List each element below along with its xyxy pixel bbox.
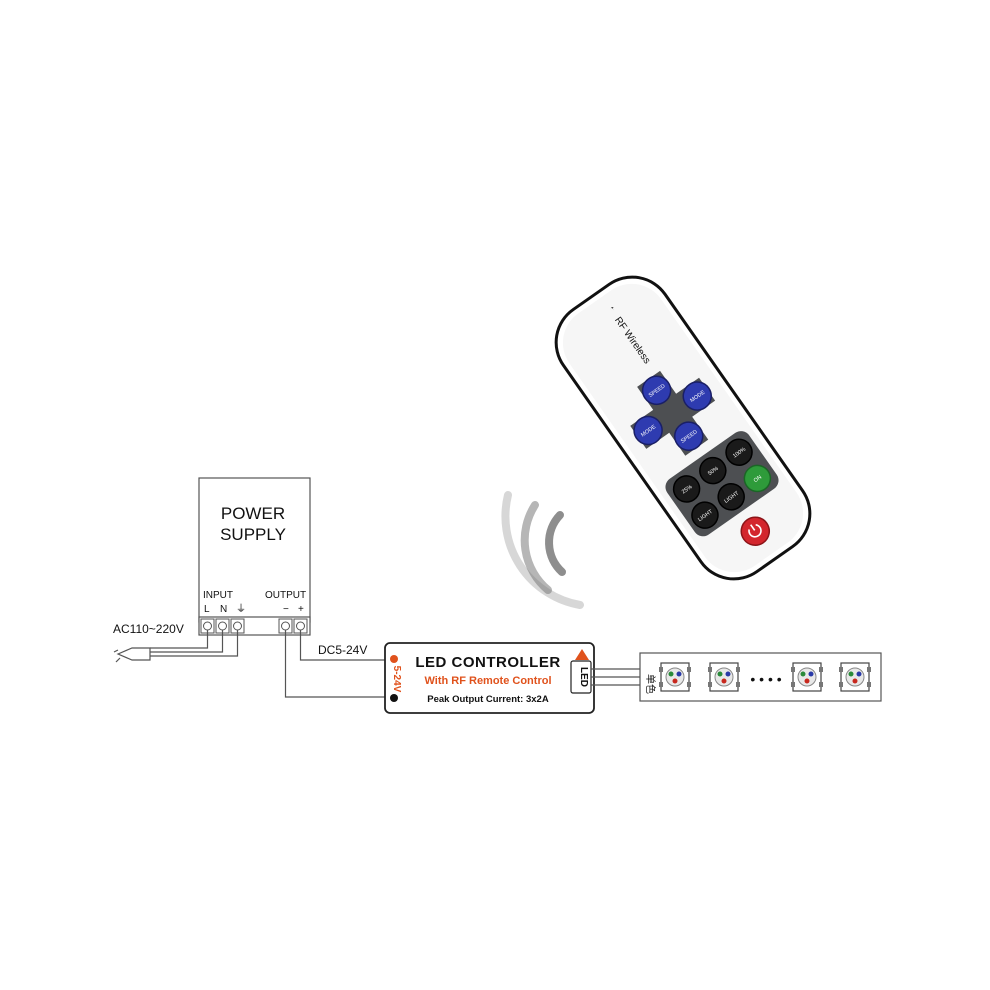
terminal-l-label: L <box>204 604 210 615</box>
ac-wires <box>150 630 239 657</box>
led-wires <box>591 668 640 686</box>
led-strip: 单色 • • • • <box>639 652 882 702</box>
controller-plus-icon <box>390 655 398 663</box>
speed-up-button[interactable]: SPEED <box>637 371 676 410</box>
on-label: ON <box>753 474 763 484</box>
pct50-button[interactable]: 50% <box>695 452 731 488</box>
mode-down-button[interactable]: MODE <box>678 377 717 416</box>
warning-icon <box>575 649 589 660</box>
ac-input-label: AC110~220V <box>113 622 184 636</box>
ac-plug-icon <box>113 647 225 663</box>
controller-input-icon <box>390 694 398 702</box>
mode-up-button[interactable]: MODE <box>629 411 668 450</box>
controller-peak-current: Peak Output Current: 3x2A <box>427 694 549 705</box>
signal-icon: ◔ <box>608 303 617 313</box>
pct50-label: 50% <box>707 466 720 477</box>
led-strip-ellipsis: • • • • <box>750 671 781 687</box>
pct100-button[interactable]: 100% <box>721 434 757 470</box>
led-chip <box>659 662 691 692</box>
dc-wires <box>284 630 385 698</box>
rf-remote: RF Wireless ◔ SPEED MODE MODE SPEED 25% <box>554 275 812 581</box>
dc-voltage-label: DC5-24V <box>318 643 367 657</box>
on-button[interactable]: ON <box>739 460 775 496</box>
terminal-minus-label: − <box>283 604 289 615</box>
terminal-ground-label: ⏚ <box>236 603 246 615</box>
pct25-button[interactable]: 25% <box>669 471 705 507</box>
controller-body <box>384 642 595 714</box>
led-chip <box>791 662 823 692</box>
power-supply: POWER SUPPLY INPUT OUTPUT L N ⏚ − + <box>198 477 311 636</box>
terminal-n-label: N <box>220 604 227 615</box>
light-down-button[interactable]: LIGHT <box>713 479 749 515</box>
controller-subtitle: With RF Remote Control <box>425 675 552 687</box>
power-icon <box>748 524 762 538</box>
led-chip <box>839 662 871 692</box>
input-label: INPUT <box>203 590 233 601</box>
power-supply-box <box>198 477 311 623</box>
power-supply-title-1: POWER <box>221 504 285 523</box>
power-button[interactable] <box>736 512 775 551</box>
power-supply-title-2: SUPPLY <box>220 525 286 544</box>
led-chip <box>708 662 740 692</box>
signal-waves-icon <box>501 491 584 609</box>
speed-down-button[interactable]: SPEED <box>669 417 708 456</box>
terminal-screws <box>200 618 308 634</box>
strip-wire-label: 单色 <box>644 674 657 694</box>
led-controller: LED 5-24V LED CONTROLLER With RF Remote … <box>384 642 595 714</box>
light-up-button[interactable]: LIGHT <box>687 497 723 533</box>
controller-output-label: LED <box>578 667 589 687</box>
output-label: OUTPUT <box>265 590 306 601</box>
pct25-label: 25% <box>681 484 694 495</box>
controller-title: LED CONTROLLER <box>415 654 560 671</box>
controller-input-label: 5-24V <box>391 666 402 693</box>
terminal-plus-label: + <box>298 604 304 615</box>
